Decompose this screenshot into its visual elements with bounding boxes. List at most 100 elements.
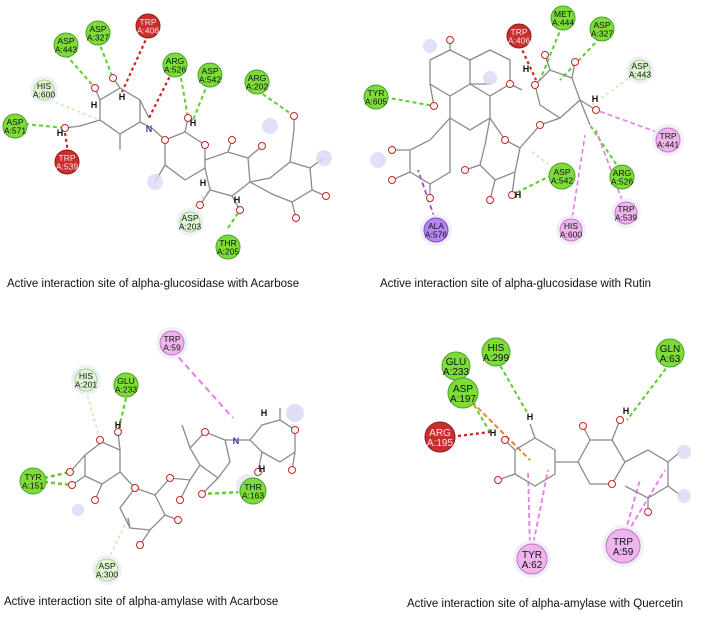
- residue-id: A:542: [551, 176, 573, 186]
- oxygen-atom: [388, 176, 396, 184]
- hydrogen-label: H: [515, 190, 522, 200]
- residue-id: A:197: [450, 394, 477, 405]
- residue-id: A:59: [613, 547, 634, 558]
- solvent-halo: [147, 174, 163, 190]
- residue-id: A:526: [611, 177, 633, 187]
- residue-disc: [363, 84, 389, 110]
- hydrogen-label: H: [57, 128, 64, 138]
- pi-alkyl-line: [622, 469, 666, 541]
- unfavorable-line: [148, 71, 173, 119]
- residue-id: A:202: [246, 82, 268, 92]
- residue-disc: [197, 62, 223, 88]
- oxygen-atom: [486, 196, 494, 204]
- hydrogen-label: H: [490, 428, 497, 438]
- residue-id: A:233: [115, 385, 137, 395]
- carbon-hbond-line: [43, 97, 101, 121]
- oxygen-atom: [644, 508, 652, 516]
- residue-name: MET: [554, 9, 572, 19]
- residue-id: A:443: [55, 45, 77, 55]
- residue-id: A:441: [657, 140, 679, 150]
- oxygen-atom: [201, 428, 209, 436]
- oxygen-atom: [228, 136, 236, 144]
- residue-id: A:59: [163, 343, 181, 353]
- residue-disc: [239, 477, 267, 505]
- hydrogen-label: H: [623, 406, 630, 416]
- oxygen-atom: [536, 121, 544, 129]
- residue-disc: [655, 338, 685, 368]
- residue-disc: [614, 201, 638, 225]
- residue-name: TRP: [613, 537, 633, 548]
- oxygen-atom: [426, 194, 434, 202]
- residue-name: HIS: [488, 343, 505, 354]
- oxygen-atom: [254, 468, 262, 476]
- oxygen-atom: [176, 496, 184, 504]
- hbond-line: [116, 397, 128, 433]
- residue-name: ASP: [631, 61, 648, 71]
- oxygen-atom: [579, 422, 587, 430]
- residue-id: A:406: [508, 36, 530, 46]
- residue-name: TYR: [522, 550, 542, 561]
- oxygen-atom: [61, 124, 69, 132]
- residue-id: A:526: [164, 65, 186, 75]
- unfavorable-line: [457, 430, 491, 438]
- residue-id: A:539: [56, 162, 78, 172]
- residue-name: ASP: [593, 20, 610, 30]
- residue-id: A:406: [137, 26, 159, 36]
- residue-disc: [481, 337, 511, 367]
- residues: TRPA:406ASPA:327ASPA:443HISA:600ARGA:526…: [2, 13, 270, 260]
- residue-id: A:163: [242, 491, 264, 501]
- residue-disc: [33, 79, 55, 101]
- residue-id: A:542: [199, 75, 221, 85]
- residue-disc: [74, 368, 98, 392]
- residue-name: THR: [244, 482, 261, 492]
- residue-name: ASP: [453, 384, 473, 395]
- residue-name: TRP: [660, 131, 677, 141]
- residue-disc: [655, 127, 681, 153]
- oxygen-atom: [501, 436, 509, 444]
- residue-name: ARG: [429, 428, 451, 439]
- pi-anion-line: [471, 401, 531, 461]
- residue-name: GLU: [117, 376, 134, 386]
- residue-name: TYR: [368, 88, 385, 98]
- oxygen-atom: [91, 84, 99, 92]
- oxygen-atom: [430, 102, 438, 110]
- hydrogen-label: H: [592, 94, 599, 104]
- hydrogen-label: H: [91, 100, 98, 110]
- unfavorable-line: [63, 132, 70, 153]
- residue-name: GLU: [446, 357, 467, 368]
- residue-disc: [447, 377, 479, 409]
- oxygen-atom: [166, 474, 174, 482]
- hbond-line: [559, 37, 601, 81]
- hydrogen-label: H: [261, 408, 268, 418]
- solvent-halo: [677, 445, 691, 459]
- pi-alkyl-line: [595, 129, 626, 209]
- residue-disc: [609, 164, 635, 190]
- hbond-line: [97, 39, 114, 79]
- oxygen-atom: [236, 206, 244, 214]
- hbond-line: [43, 480, 73, 487]
- residue-disc: [559, 218, 583, 242]
- oxygen-atom: [592, 106, 600, 114]
- residue-name: HIS: [564, 221, 579, 231]
- residue-id: A:605: [365, 97, 387, 107]
- oxygen-atom: [66, 468, 74, 476]
- caption-glucosidase-rutin: Active interaction site of alpha-glucosi…: [380, 278, 652, 290]
- pi-alkyl-line: [531, 469, 549, 551]
- panel-glucosidase-rutin: H H H META:444TRPA:406ASPA:327ASPA:443TY…: [363, 5, 684, 246]
- residue-id: A:443: [629, 70, 651, 80]
- hydrogen-label: H: [234, 195, 241, 205]
- residue-disc: [19, 467, 47, 495]
